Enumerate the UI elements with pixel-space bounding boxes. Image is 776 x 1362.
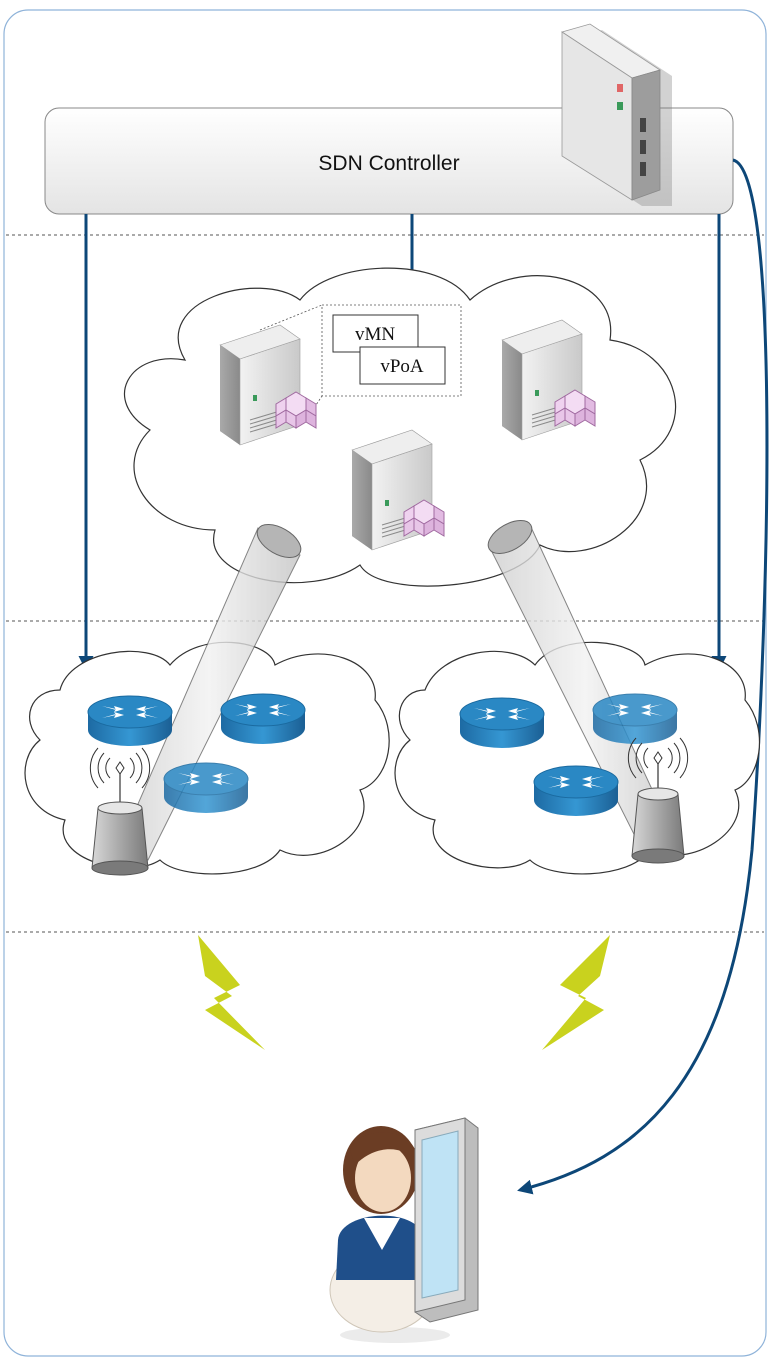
vpoa-box bbox=[359, 346, 446, 385]
server-icon bbox=[219, 324, 301, 446]
controller-server-icon bbox=[561, 23, 672, 206]
vpoa-label: vPoA bbox=[380, 356, 424, 377]
sdn-controller-label: SDN Controller bbox=[318, 152, 459, 175]
vmn-box bbox=[332, 314, 419, 353]
tunnel-right bbox=[487, 520, 681, 863]
router-icon bbox=[163, 762, 249, 814]
control-arrows bbox=[78, 158, 769, 1195]
lightning-icon bbox=[198, 935, 265, 1050]
user-icon bbox=[329, 1126, 450, 1343]
router-icon bbox=[459, 697, 545, 749]
base-station-icon bbox=[627, 737, 689, 864]
sdn-controller-bar: SDN Controller bbox=[44, 107, 734, 215]
control-arrow-user bbox=[517, 158, 769, 1195]
base-station-icon bbox=[89, 747, 151, 876]
router-icon bbox=[533, 765, 619, 817]
tunnel-left bbox=[117, 524, 302, 861]
vnf-detail-group: vMN vPoA bbox=[259, 304, 462, 415]
lightning-icon bbox=[542, 935, 610, 1050]
layer-separators bbox=[6, 234, 764, 933]
router-icon bbox=[220, 693, 306, 745]
router-icon bbox=[592, 693, 678, 745]
mobile-device-icon bbox=[414, 1117, 479, 1323]
vmn-label: vMN bbox=[355, 324, 395, 345]
router-icon bbox=[87, 695, 173, 747]
